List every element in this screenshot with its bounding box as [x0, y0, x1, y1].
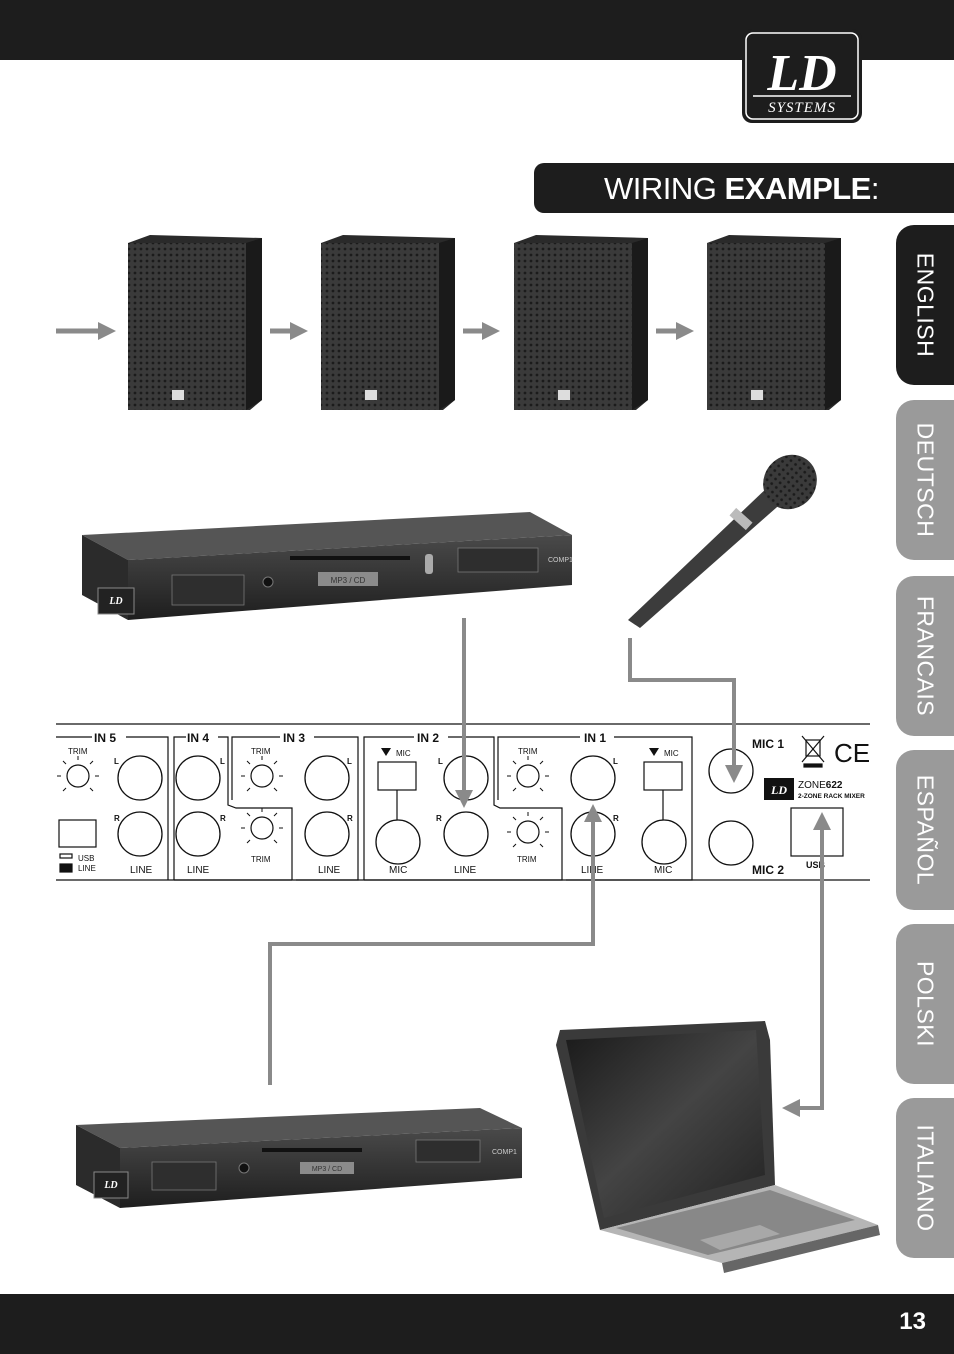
logo-systems-text: SYSTEMS — [768, 100, 836, 116]
cd-player-bottom: LD MP3 / CD COMP1 — [76, 1108, 522, 1208]
svg-text:L: L — [613, 757, 618, 766]
zone-brand: ZONE622 — [798, 780, 843, 791]
microphone — [628, 454, 817, 628]
svg-text:R: R — [347, 814, 353, 823]
logo-ld-text: LD — [766, 45, 836, 102]
top-player-display: MP3 / CD — [331, 576, 366, 585]
tab-polski[interactable]: POLSKI — [896, 924, 954, 1084]
page-number: 13 — [899, 1308, 926, 1335]
speaker-2 — [321, 235, 455, 410]
svg-text:L: L — [220, 757, 225, 766]
trim-label-in1b: TRIM — [517, 855, 537, 864]
svg-text:L: L — [347, 757, 352, 766]
cable-arrowheads — [455, 765, 831, 1117]
label-in5: IN 5 — [94, 731, 116, 745]
trim-label-in5: TRIM — [68, 747, 88, 756]
label-in2: IN 2 — [417, 731, 439, 745]
ld-systems-logo: LD SYSTEMS — [742, 29, 862, 123]
svg-text:L: L — [114, 757, 119, 766]
weee-icon — [801, 735, 825, 768]
mic-switch-label-in2: MIC — [396, 749, 411, 758]
usb-port-label: USB — [806, 860, 826, 870]
usb-switch-label: USB — [78, 854, 94, 863]
bottom-player-label: COMP1 — [492, 1149, 517, 1156]
tab-english[interactable]: ENGLISH — [896, 225, 954, 385]
tab-francais[interactable]: FRANCAIS — [896, 576, 954, 736]
mic-switch-label-in1: MIC — [664, 749, 679, 758]
cd-player-top: LD MP3 / CD COMP1 — [82, 512, 573, 620]
trim-label-in3b: TRIM — [251, 855, 271, 864]
mic1-label: MIC 1 — [752, 737, 784, 751]
line-label-in5: LINE — [130, 865, 153, 876]
svg-text:R: R — [220, 814, 226, 823]
svg-text:LD: LD — [108, 596, 122, 607]
line-label-in3: LINE — [318, 865, 341, 876]
speaker-4 — [707, 235, 841, 410]
line-switch-label: LINE — [78, 864, 96, 873]
label-in1: IN 1 — [584, 731, 606, 745]
title-bar: WIRING EXAMPLE: — [534, 163, 954, 213]
trim-label-in3a: TRIM — [251, 747, 271, 756]
connection-cables — [268, 618, 824, 1110]
laptop — [556, 1021, 880, 1273]
svg-text:LD: LD — [770, 783, 787, 797]
line-label-in2: LINE — [454, 865, 477, 876]
svg-text:L: L — [438, 757, 443, 766]
speaker-1 — [128, 235, 262, 410]
trim-label-in1a: TRIM — [518, 747, 538, 756]
mic-switches — [58, 761, 683, 873]
bottom-bar: 13 — [0, 1294, 954, 1354]
top-player-label: COMP1 — [548, 557, 573, 564]
mic-label-in2: MIC — [389, 865, 407, 876]
mic-label-in1: MIC — [654, 865, 672, 876]
svg-text:R: R — [436, 814, 442, 823]
bottom-player-display: MP3 / CD — [312, 1166, 342, 1173]
label-in4: IN 4 — [187, 731, 209, 745]
trim-knobs — [57, 756, 549, 848]
svg-text:R: R — [613, 814, 619, 823]
ld-small-logo — [764, 778, 794, 800]
page-title: WIRING EXAMPLE: — [604, 171, 879, 206]
line-label-in4: LINE — [187, 865, 210, 876]
tab-espanol[interactable]: ESPAÑOL — [896, 750, 954, 910]
usb-port — [790, 807, 844, 857]
speaker-chain-arrows — [56, 322, 694, 340]
tab-deutsch[interactable]: DEUTSCH — [896, 400, 954, 560]
mic2-label: MIC 2 — [752, 863, 784, 877]
zone-subtitle: 2-ZONE RACK MIXER — [798, 793, 865, 800]
tab-italiano[interactable]: ITALIANO — [896, 1098, 954, 1258]
label-in3: IN 3 — [283, 731, 305, 745]
ce-mark: CE — [834, 738, 870, 768]
speaker-3 — [514, 235, 648, 410]
svg-text:R: R — [114, 814, 120, 823]
svg-text:LD: LD — [103, 1180, 117, 1191]
